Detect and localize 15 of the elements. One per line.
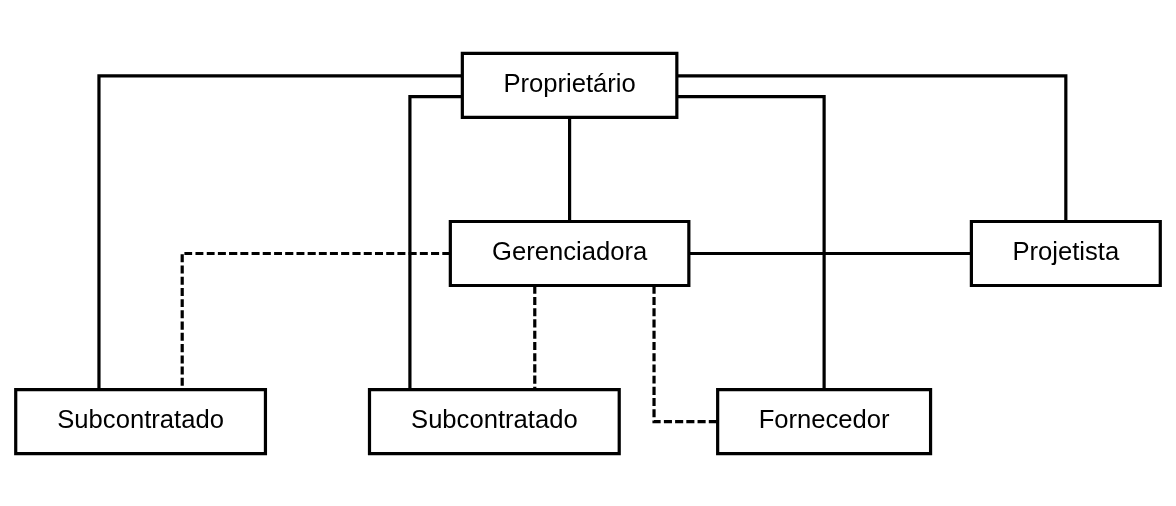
connector — [677, 73, 1068, 221]
node-box: Fornecedor — [716, 387, 933, 455]
connector — [677, 94, 826, 389]
node-box: Proprietário — [460, 51, 679, 119]
connector — [568, 117, 572, 221]
node-box: Gerenciadora — [448, 219, 691, 287]
node-box: Subcontratado — [367, 387, 621, 455]
connector — [97, 73, 463, 389]
connector — [180, 251, 451, 389]
node-box: Projetista — [969, 219, 1162, 287]
connector — [652, 285, 718, 423]
connector — [533, 285, 537, 389]
node-box: Subcontratado — [14, 387, 268, 455]
connector — [689, 251, 971, 255]
connector — [408, 94, 463, 389]
